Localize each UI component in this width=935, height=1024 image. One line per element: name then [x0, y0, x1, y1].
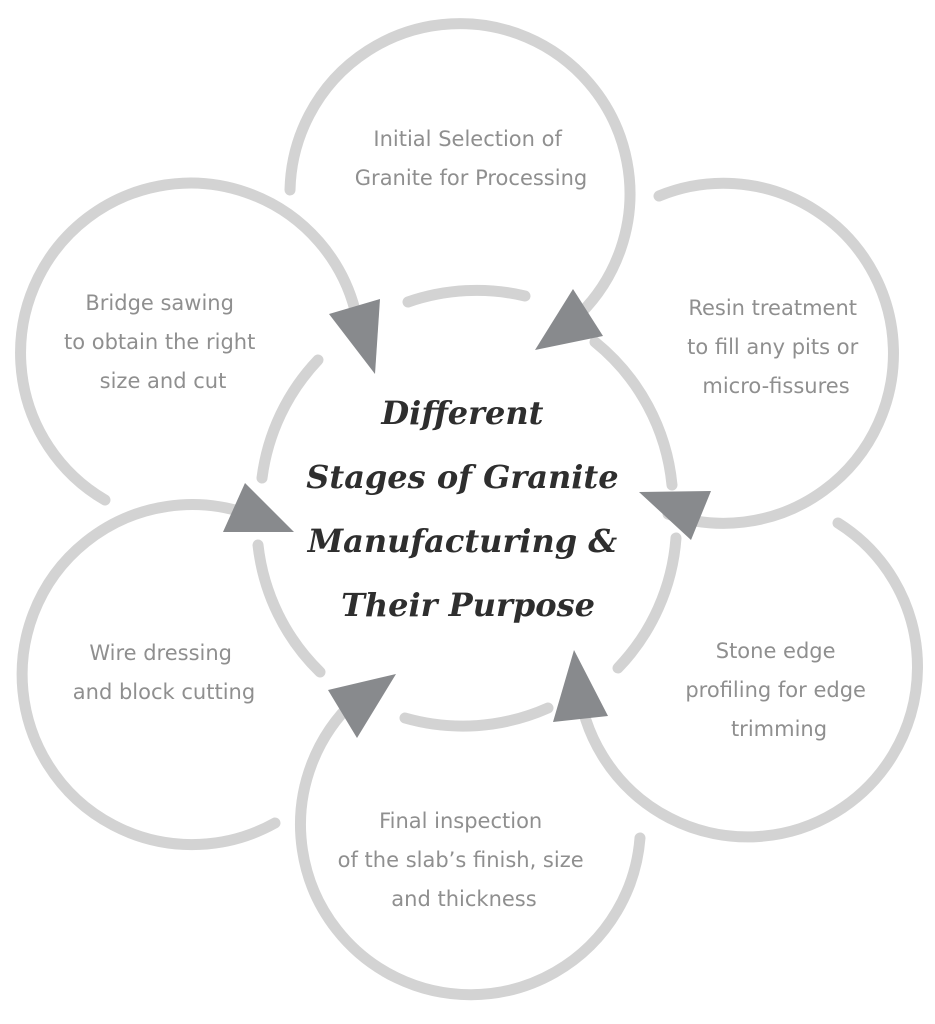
stage-2-text: Resin treatment to fill any pits or micr… — [687, 296, 865, 398]
arrow-icon — [535, 289, 603, 350]
title-line-4: Their Purpose — [341, 586, 595, 624]
title-line-2: Stages of Granite — [306, 458, 618, 496]
stage-1-text: Initial Selection of Granite for Process… — [355, 127, 587, 190]
stage-3-line-3: trimming — [731, 717, 827, 741]
stage-4-line-1: Final inspection — [379, 809, 542, 833]
stage-5-line-2: and block cutting — [73, 680, 255, 704]
stage-6-line-1: Bridge sawing — [85, 291, 234, 315]
stage-1-line-2: Granite for Processing — [355, 166, 587, 190]
center-ring — [612, 532, 682, 674]
stage-ring-4 — [295, 694, 646, 1001]
stage-2-line-1: Resin treatment — [688, 296, 857, 320]
arrow-icon — [639, 491, 711, 540]
stage-3-text: Stone edge profiling for edge trimming — [685, 639, 872, 741]
stage-4-text: Final inspection of the slab’s finish, s… — [338, 809, 591, 911]
arrow-icon — [329, 299, 380, 374]
stage-4-line-3: and thickness — [391, 887, 536, 911]
center-ring — [399, 702, 554, 732]
title-line-3: Manufacturing & — [307, 522, 618, 560]
stage-2-line-2: to fill any pits or — [687, 335, 858, 359]
stage-ring-2 — [653, 177, 899, 529]
stage-4-line-2: of the slab’s finish, size — [338, 848, 584, 872]
stage-6-line-2: to obtain the right — [64, 330, 255, 354]
center-ring — [589, 336, 678, 491]
title-line-1: Different — [380, 394, 543, 432]
stage-6-text: Bridge sawing to obtain the right size a… — [64, 291, 262, 393]
stage-5-text: Wire dressing and block cutting — [73, 641, 255, 704]
stage-ring-1 — [284, 18, 636, 320]
stage-2-line-3: micro-fissures — [702, 374, 849, 398]
stage-ring-3 — [572, 517, 923, 843]
center-ring — [256, 354, 324, 484]
stage-3-line-1: Stone edge — [716, 639, 836, 663]
arrow-icon — [328, 674, 396, 738]
arrow-icon — [553, 650, 608, 722]
center-ring — [252, 539, 326, 678]
diagram-title: Different Stages of Granite Manufacturin… — [306, 394, 629, 624]
stage-ring-6 — [15, 177, 361, 506]
stage-3-line-2: profiling for edge — [685, 678, 866, 702]
center-ring — [402, 284, 531, 308]
stage-6-line-3: size and cut — [100, 369, 227, 393]
stage-ring-5 — [16, 499, 281, 851]
arrow-icon — [223, 483, 294, 532]
stage-1-line-1: Initial Selection of — [373, 127, 562, 151]
stage-5-line-1: Wire dressing — [89, 641, 232, 665]
